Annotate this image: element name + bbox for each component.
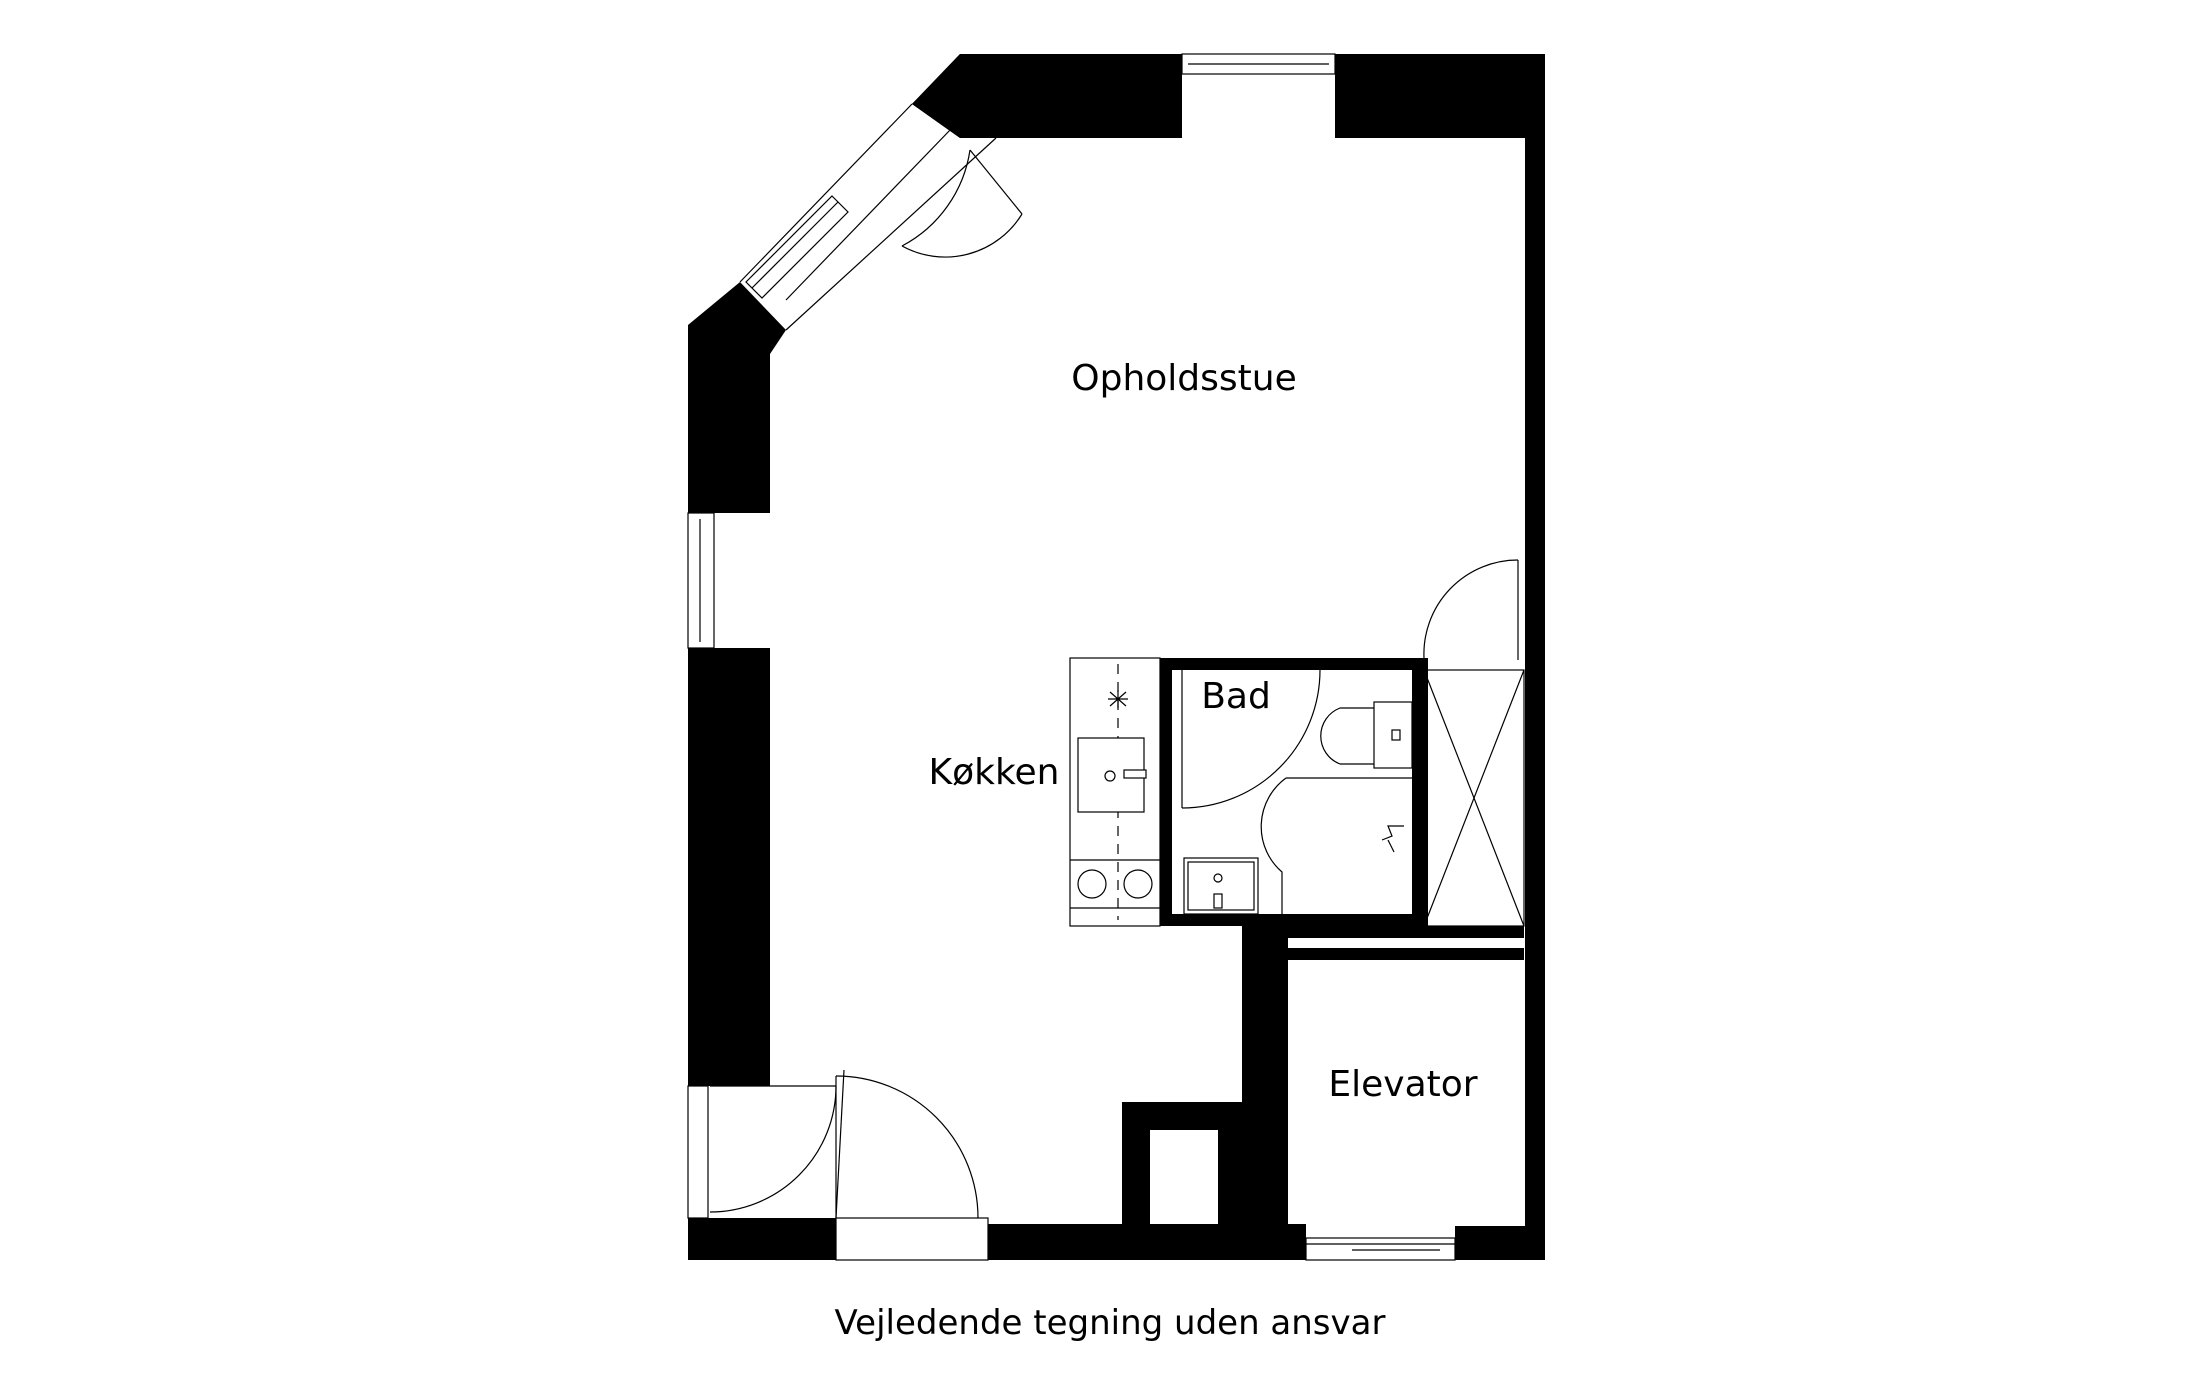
kitchen-counter	[1069, 657, 1161, 927]
top-window	[1181, 53, 1336, 75]
bathroom-walls	[1160, 658, 1424, 926]
room-label-kitchen: Køkken	[928, 752, 1059, 793]
left-window	[687, 512, 715, 649]
balcony-door	[901, 149, 1023, 258]
room-label-bath: Bad	[1201, 676, 1271, 717]
plan-caption: Vejledende tegning uden ansvar	[835, 1303, 1386, 1343]
diagonal-wall	[739, 54, 1000, 331]
entrance-door	[687, 1069, 989, 1261]
room-label-living: Opholdsstue	[1071, 358, 1296, 399]
entrance-niche	[1122, 926, 1276, 1224]
shaft-closet	[1412, 559, 1525, 927]
room-label-elevator: Elevator	[1328, 1064, 1477, 1105]
